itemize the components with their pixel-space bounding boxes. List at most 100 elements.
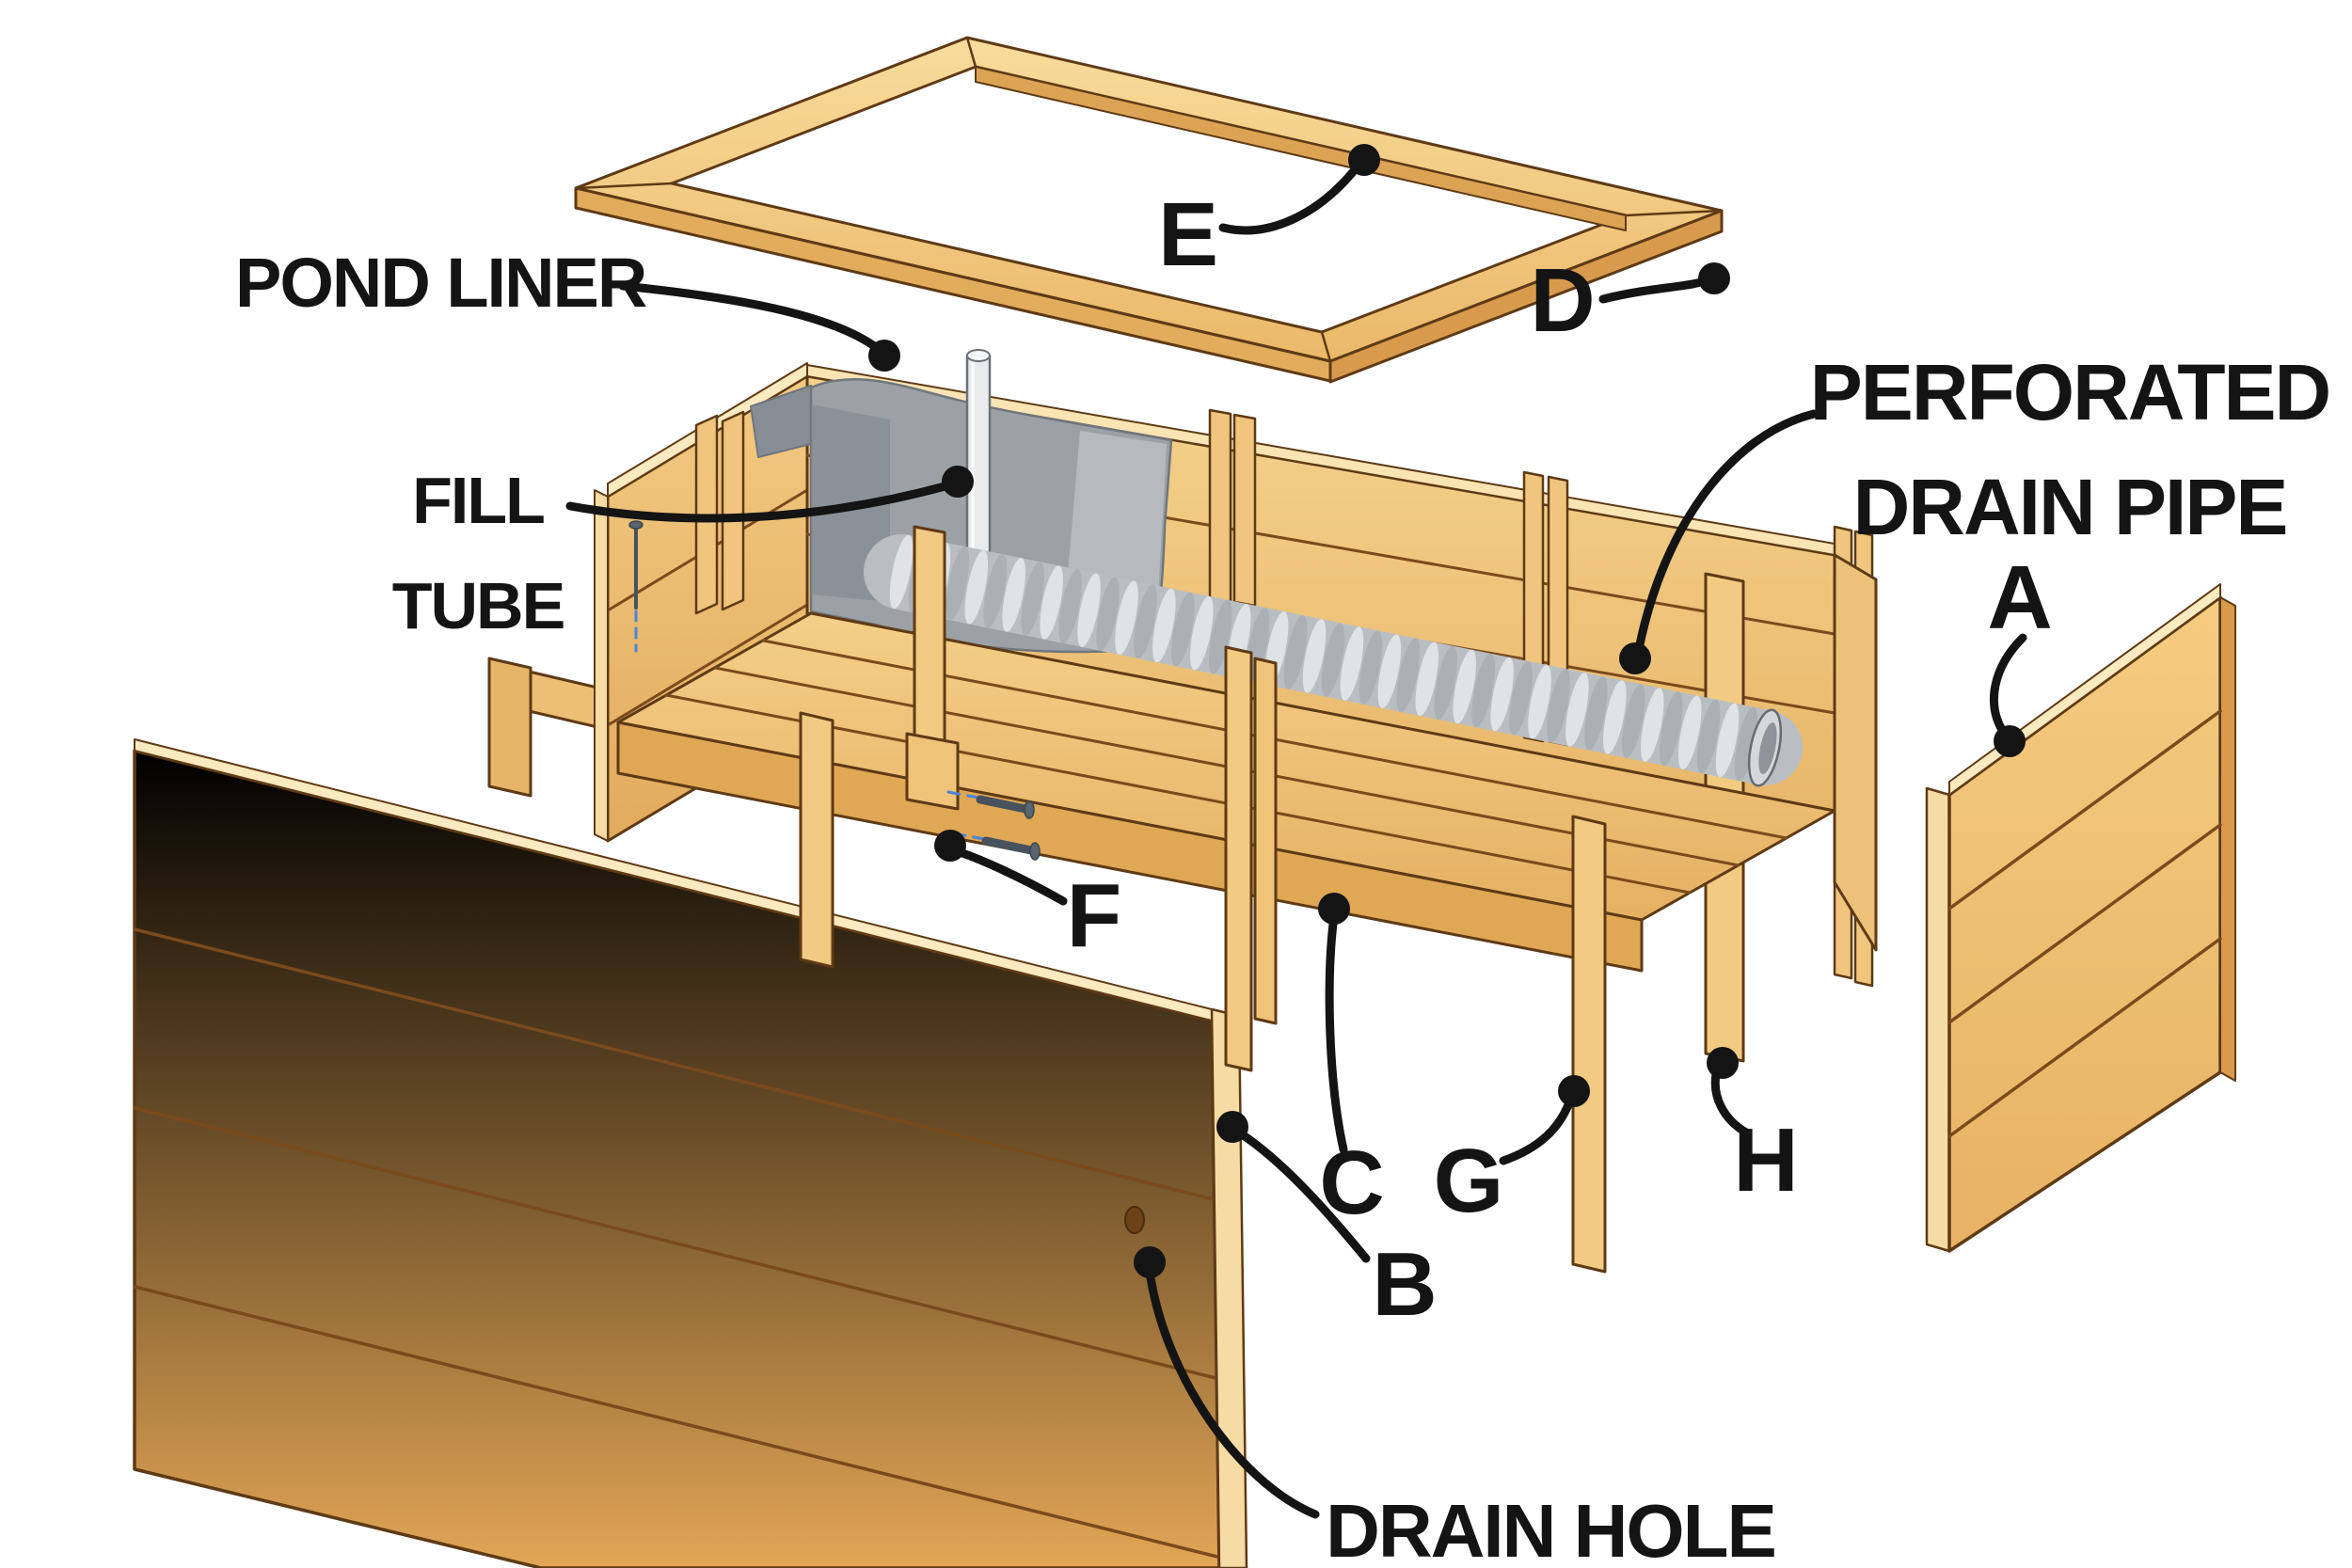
front-panel-b-endgrain [1210,1007,1248,1568]
callout-part-e-dot [1348,144,1380,176]
callout-part-h-label: H [1733,1110,1796,1211]
drain-pipe-rib [1659,691,1683,766]
drain-pipe-rib [1377,634,1402,708]
callout-part-a-leader [1989,633,2027,735]
callout-part-f-leader [955,847,1068,906]
drain-pipe-rib [1677,695,1702,769]
callout-part-c-leader [1325,919,1348,1154]
drain-pipe-rib [983,554,1008,628]
drain-pipe-rib [1096,577,1120,651]
drain-pipe-rib [1715,703,1740,778]
drain-pipe-rib [1021,562,1044,636]
callout-pond-liner-dot [868,340,900,372]
drain-pipe-rib [1696,699,1721,774]
fill-tube-body [965,354,992,566]
top-frame-miter-3 [1624,209,1724,217]
left-wall-board-gap-2 [606,603,809,727]
callout-fill-tube-label-line1: FILL [412,464,544,537]
drain-pipe-hole [1758,722,1777,775]
drain-pipe-rib [964,550,989,625]
top-frame-thickness-right [1328,209,1724,384]
drain-pipe-rib [1434,645,1458,721]
drain-pipe-rib [1471,653,1495,728]
floor-plank-gap-3 [664,693,1692,895]
drain-hole [1124,1206,1145,1234]
callout-part-d-dot [1698,262,1730,294]
drain-pipe-rib [1603,680,1627,754]
callout-part-f-dot [934,830,966,862]
callout-part-d-label: D [1530,250,1593,351]
drain-pipe-rib [1283,615,1308,689]
top-frame-miter-1 [574,182,674,190]
leg-mid-b [1253,657,1278,1025]
cleat-f-foot [905,732,960,811]
drain-pipe-rib [1152,588,1176,663]
callout-part-c-dot [1318,893,1350,925]
callout-part-g-label: G [1434,1131,1502,1231]
leg-mid-a [1224,645,1253,1072]
callout-part-h-dot [1707,1047,1739,1079]
callout-part-f-label: F [1067,865,1120,966]
callout-perforated-drain-pipe-label-line1: PERFORATED [1810,348,2329,436]
side-panel-a-left-edge [1925,786,1951,1253]
front-panel-b-gap-3 [133,1285,1219,1559]
callout-fill-tube-label-line2: TUBE [392,569,564,642]
drain-pipe-rib [889,534,914,610]
fill-tube-top [966,349,991,362]
drain-pipe-rib [1528,664,1551,739]
drain-pipe-rib [1321,623,1345,697]
side-panel-a-gap-3 [1947,937,2222,1138]
drain-pipe-rib [1171,592,1195,667]
drain-pipe-rib [1490,657,1514,732]
under-foot-left [487,657,532,798]
drain-pipe-rib [1415,641,1439,717]
screw-2-shaft [981,836,1036,855]
callout-part-a-dot [1994,725,2026,757]
front-panel-b-gap-1 [133,927,1216,1201]
drain-pipe-rib [1547,669,1570,743]
left-wall-corner-cleat-2 [721,410,745,611]
drain-pipe-rib [1077,573,1101,647]
screw-2-head [1029,842,1041,861]
callout-part-a-label: A [1987,547,2050,648]
callout-part-h-leader [1710,1069,1751,1137]
drain-pipe [864,534,1803,787]
top-frame-miter-4 [1320,330,1332,363]
drain-pipe-rib [1640,688,1664,762]
top-frame-thickness-left [574,186,1332,383]
callout-part-g-dot [1558,1075,1590,1107]
callout-part-e-leader [1218,163,1361,235]
callout-perforated-drain-pipe-label-line2: DRAIN PIPE [1853,463,2287,551]
drain-pipe-rib [1565,673,1589,747]
callout-part-b-label: B [1372,1234,1435,1335]
left-wall-screw-head [628,520,644,530]
side-panel-a-gap-2 [1947,823,2222,1024]
callout-drain-hole-leader [1145,1267,1320,1519]
callout-pond-liner-leader [618,281,882,353]
drain-pipe-rib [1115,580,1138,656]
back-cleat-1a [1208,408,1232,604]
drain-pipe-rib [1208,599,1232,674]
drain-pipe-rib [1058,569,1082,643]
drain-pipe-rib [1622,684,1645,758]
side-panel-a-back-edge [2219,596,2236,1082]
leg-g [1571,815,1607,1274]
drain-pipe-rib [1359,630,1383,705]
front-panel-b-gap-2 [133,1106,1217,1380]
callout-fill-tube-dot [942,466,974,498]
end-wall [1833,553,1878,952]
callout-perforated-drain-pipe-leader [1634,409,1819,654]
top-frame-inner-edge [975,66,1627,231]
side-panel-a-gap-1 [1947,709,2222,911]
drain-pipe-rib [1002,558,1026,632]
drain-pipe-rib [1584,676,1608,751]
drain-pipe-rib [1340,626,1364,701]
callout-part-c-label: C [1319,1132,1382,1233]
floor-fascia [616,721,1644,973]
callout-part-e-label: E [1158,184,1216,285]
drain-pipe-rib [1734,706,1758,782]
drain-pipe-rib [946,546,970,621]
callout-part-d-leader [1598,274,1715,304]
